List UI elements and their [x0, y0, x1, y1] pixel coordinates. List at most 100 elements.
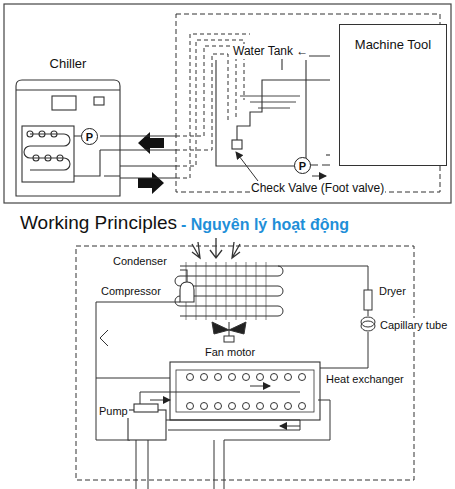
pump-label: P [86, 131, 93, 143]
chiller-unit [30, 134, 64, 170]
heat-exchanger-tubes [299, 403, 306, 410]
water-tank [240, 96, 300, 108]
water-line [250, 386, 270, 387]
part-label: Condenser [112, 254, 168, 268]
air-arrow [192, 238, 240, 258]
water-line [165, 420, 300, 430]
part-label: Capillary tube [379, 318, 448, 332]
part-label: Water Tank ← [232, 44, 309, 59]
dryer [364, 290, 372, 310]
heat-exchanger-tubes [271, 374, 278, 381]
node-label: Chiller [18, 56, 118, 71]
flow-arrow-small [312, 176, 326, 177]
fan [212, 322, 246, 342]
compressor [180, 270, 194, 302]
heat-exchanger-tubes [299, 374, 306, 381]
heat-exchanger-tubes [243, 403, 250, 410]
heat-exchanger-tubes [201, 374, 208, 381]
air-arrow [192, 242, 200, 258]
pipe [120, 150, 176, 151]
heat-exchanger [176, 370, 314, 412]
panel-frame [4, 4, 451, 203]
part-label: Compressor [100, 284, 162, 298]
refrigerant-line [96, 266, 368, 440]
flow-arrow [138, 172, 164, 194]
heat-exchanger-tubes [187, 374, 194, 381]
enclosure-dashed [76, 246, 414, 480]
pump-circle: P [81, 128, 98, 145]
section-title: Working Principles [20, 212, 177, 234]
pump [128, 410, 166, 440]
heat-exchanger-tubes [285, 403, 292, 410]
chiller-unit [39, 131, 45, 137]
heat-exchanger [170, 362, 320, 420]
refrigerant-line [100, 330, 108, 346]
fan [224, 336, 234, 342]
pipe [120, 136, 176, 137]
pipe [176, 54, 228, 150]
water-line [140, 392, 300, 410]
flow-arrow [138, 132, 164, 194]
pipe [120, 34, 250, 178]
water-line [214, 440, 215, 489]
refrigerant-line [368, 310, 369, 316]
flow-arrow [138, 132, 164, 154]
water-line [150, 400, 170, 401]
water-tank [216, 56, 330, 166]
pipe [120, 178, 176, 179]
water-tank [326, 154, 330, 155]
water-line [280, 426, 300, 427]
chiller-unit [51, 131, 57, 137]
refrigerant-line [278, 266, 368, 290]
water-line [136, 440, 148, 489]
chiller-unit [45, 155, 51, 161]
compressor [180, 282, 194, 302]
flow-arrow-small [236, 152, 258, 181]
chiller-node: ChillerP [18, 56, 118, 196]
heat-exchanger-tubes [285, 374, 292, 381]
water-tank [237, 80, 330, 140]
chiller-unit [74, 136, 120, 176]
heat-exchanger-tubes [215, 374, 222, 381]
refrigerant-line [96, 302, 180, 440]
heat-exchanger-tubes [187, 403, 194, 410]
machine-tool-box: Machine Tool [339, 24, 447, 166]
capillary-tube [361, 317, 375, 331]
part-label: Fan motor [204, 345, 256, 359]
heat-exchanger-tubes [215, 403, 222, 410]
condenser-coil [175, 262, 283, 320]
flow-arrow-small [236, 152, 326, 181]
pipe [176, 46, 236, 136]
condenser-coil [186, 262, 266, 320]
heat-exchanger-tubes [271, 403, 278, 410]
heat-exchanger [170, 362, 320, 420]
part-label: Check Valve (Foot valve) [250, 181, 385, 196]
refrigerant-line [96, 378, 170, 379]
part-label: Pump [98, 404, 129, 418]
chiller-unit [22, 126, 74, 182]
water-tank [232, 140, 242, 149]
fan [212, 322, 246, 334]
pump [134, 404, 158, 412]
heat-exchanger-tubes [229, 403, 236, 410]
pump-label: P [299, 160, 306, 172]
chiller-unit [57, 155, 63, 161]
chiller-unit [27, 131, 33, 137]
dryer [364, 290, 372, 310]
chiller-unit [16, 80, 120, 196]
heat-exchanger-tubes [257, 403, 264, 410]
water-line [224, 400, 330, 489]
pipe [120, 166, 176, 167]
condenser-coil [180, 266, 278, 316]
heat-exchanger-tubes [229, 374, 236, 381]
refrigerant-line [320, 332, 368, 368]
chiller-unit [52, 96, 76, 110]
heat-exchanger-tubes [257, 374, 264, 381]
subtitle-vi: - Nguyên lý hoạt động [180, 215, 350, 234]
capillary-tube [361, 321, 375, 331]
pump-circle: P [294, 157, 311, 174]
panel-frame [4, 4, 451, 203]
node-label: Machine Tool [340, 37, 446, 52]
chiller-unit [94, 97, 104, 105]
air-arrow [210, 238, 222, 258]
